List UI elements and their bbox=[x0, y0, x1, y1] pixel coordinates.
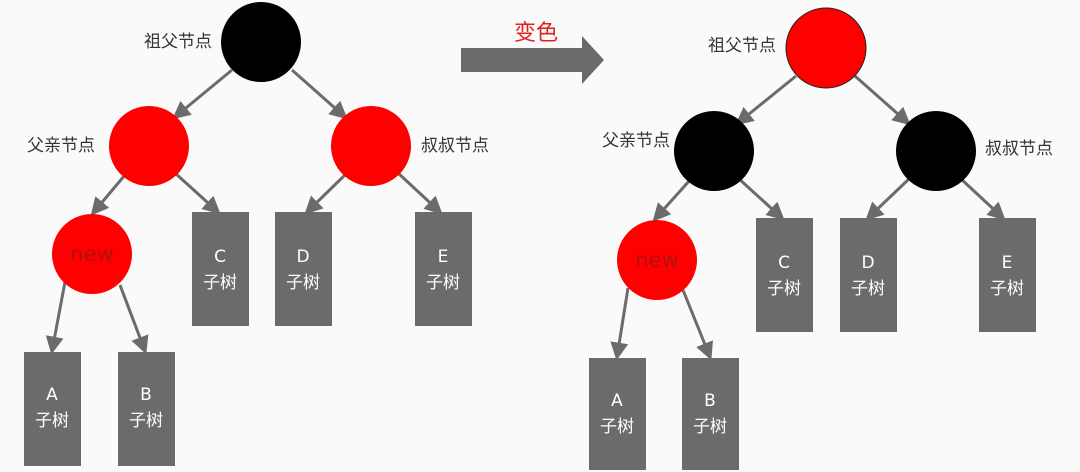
subtree-e-label: 子树 bbox=[426, 273, 460, 293]
subtree-a-label: 子树 bbox=[600, 417, 634, 437]
parent-label: 父亲节点 bbox=[602, 131, 670, 151]
new-node bbox=[617, 220, 697, 300]
edge-new-a bbox=[45, 281, 67, 355]
new-node bbox=[52, 214, 132, 294]
new-node-label: new bbox=[635, 248, 678, 272]
subtree-b-label: 子树 bbox=[129, 411, 163, 431]
subtree-b-box: B 子树 bbox=[682, 358, 739, 470]
subtree-a-letter: A bbox=[46, 385, 58, 405]
subtree-d-label: 子树 bbox=[851, 279, 885, 299]
subtree-d-box: D 子树 bbox=[275, 212, 332, 326]
edge-grandparent-uncle bbox=[291, 68, 348, 120]
subtree-a-box: A 子树 bbox=[24, 352, 81, 466]
subtree-a-box: A 子树 bbox=[589, 358, 646, 470]
subtree-d-letter: D bbox=[861, 253, 874, 273]
subtree-e-letter: E bbox=[438, 247, 449, 267]
subtree-d-letter: D bbox=[296, 247, 309, 267]
edge-parent-c bbox=[736, 176, 785, 221]
uncle-node bbox=[896, 111, 976, 191]
transition-label: 变色 bbox=[514, 21, 558, 46]
transition-arrow: 变色 bbox=[461, 21, 604, 84]
edge-grandparent-uncle bbox=[854, 74, 911, 126]
edge-parent-new bbox=[90, 174, 127, 216]
subtree-b-label: 子树 bbox=[693, 417, 727, 437]
parent-node bbox=[109, 106, 189, 186]
subtree-d-box: D 子树 bbox=[840, 218, 897, 332]
subtree-a-letter: A bbox=[611, 391, 623, 411]
subtree-d-label: 子树 bbox=[286, 273, 320, 293]
edge-parent-new bbox=[652, 178, 692, 222]
subtree-e-box: E 子树 bbox=[415, 212, 472, 326]
subtree-b-letter: B bbox=[704, 391, 716, 411]
subtree-a-label: 子树 bbox=[35, 411, 69, 431]
edge-new-a bbox=[610, 287, 630, 361]
uncle-label: 叔叔节点 bbox=[985, 139, 1053, 159]
subtree-c-label: 子树 bbox=[767, 279, 801, 299]
subtree-c-letter: C bbox=[778, 253, 790, 273]
new-node-label: new bbox=[70, 242, 113, 266]
edge-grandparent-parent bbox=[172, 68, 233, 120]
subtree-c-label: 子树 bbox=[203, 273, 237, 293]
subtree-b-box: B 子树 bbox=[118, 352, 175, 466]
grandparent-label: 祖父节点 bbox=[708, 36, 776, 56]
grandparent-node bbox=[221, 2, 301, 82]
subtree-b-letter: B bbox=[140, 385, 152, 405]
subtree-e-box: E 子树 bbox=[979, 218, 1036, 332]
edge-uncle-d bbox=[865, 176, 912, 221]
parent-label: 父亲节点 bbox=[27, 136, 95, 156]
edge-parent-c bbox=[173, 171, 221, 215]
uncle-label: 叔叔节点 bbox=[421, 136, 489, 156]
subtree-e-label: 子树 bbox=[990, 279, 1024, 299]
subtree-c-letter: C bbox=[214, 247, 226, 267]
edge-uncle-e bbox=[396, 171, 443, 215]
edge-uncle-d bbox=[304, 171, 349, 215]
uncle-node bbox=[331, 106, 411, 186]
subtree-c-box: C 子树 bbox=[756, 218, 813, 332]
edge-new-b bbox=[118, 284, 149, 355]
edge-grandparent-parent bbox=[735, 74, 797, 126]
parent-node bbox=[674, 111, 754, 191]
subtree-e-letter: E bbox=[1002, 253, 1013, 273]
subtree-c-box: C 子树 bbox=[192, 212, 249, 326]
tree-before: new 祖父节点 父亲节点 叔叔节点 C 子树 D 子树 E 子树 A 子树 B bbox=[24, 2, 489, 466]
edge-new-b bbox=[681, 289, 713, 361]
tree-after: new 祖父节点 父亲节点 叔叔节点 C 子树 D 子树 E 子树 A 子树 B bbox=[589, 7, 1053, 470]
grandparent-node bbox=[785, 7, 867, 89]
edge-uncle-e bbox=[958, 176, 1006, 221]
grandparent-label: 祖父节点 bbox=[144, 32, 212, 52]
